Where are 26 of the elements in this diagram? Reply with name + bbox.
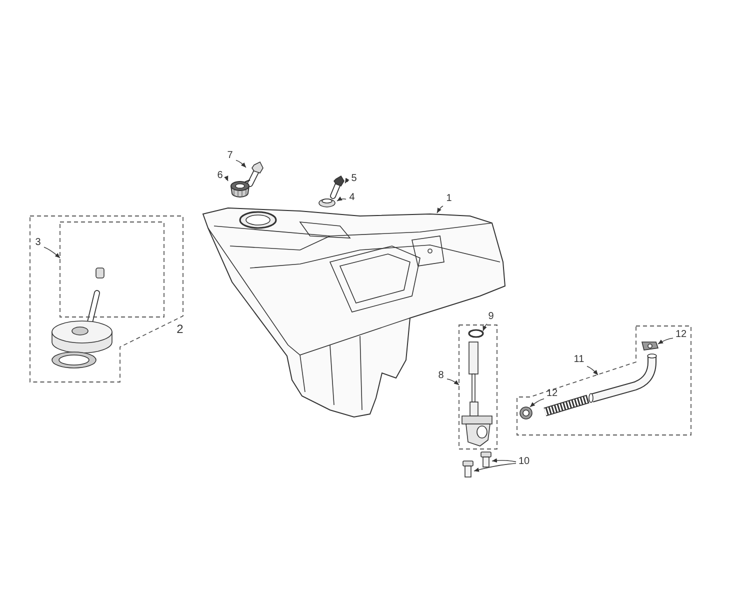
- leader-line: [436, 206, 444, 214]
- callout-number: 8: [436, 370, 446, 382]
- callout-number: 11: [572, 354, 586, 366]
- leader-line: [224, 176, 228, 182]
- leader-line: [586, 366, 598, 376]
- callout-number: 3: [33, 237, 43, 249]
- leader-line: [236, 160, 246, 168]
- leader-line: [658, 338, 674, 344]
- callout-number: 6: [215, 170, 225, 182]
- leader-line: [530, 398, 544, 408]
- leader-line: [336, 196, 346, 202]
- callout-number: 2: [176, 322, 184, 336]
- callout-number: 9: [486, 311, 496, 323]
- leader-line: [474, 463, 516, 472]
- callout-number: 12: [545, 388, 559, 400]
- callout-number: 1: [444, 193, 454, 205]
- callout-number: 10: [517, 456, 531, 468]
- leader-line: [482, 324, 488, 332]
- leader-line: [344, 178, 350, 184]
- callout-number: 4: [347, 192, 357, 204]
- callout-number: 7: [225, 150, 235, 162]
- leader-line: [44, 246, 60, 258]
- callout-number: 12: [674, 329, 688, 341]
- callout-number: 5: [349, 173, 359, 185]
- leader-line: [492, 458, 516, 463]
- leader-line: [446, 378, 460, 386]
